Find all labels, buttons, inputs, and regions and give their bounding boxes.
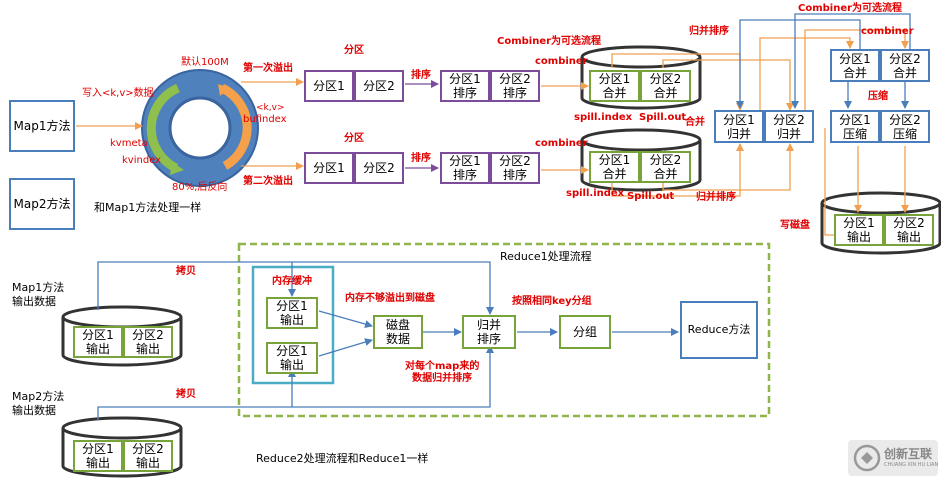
reduce-method-box: Reduce方法 — [680, 301, 758, 359]
reduce2-note: Reduce2处理流程和Reduce1一样 — [256, 452, 429, 465]
spill1-partition1-sort: 分区1 排序 — [440, 70, 490, 102]
spill2-partition2: 分区2 — [354, 152, 404, 184]
spill2-partition2-sort: 分区2 排序 — [490, 152, 540, 184]
memory-buffer-label: 内存缓冲 — [272, 276, 312, 287]
disk1-partition1-merge: 分区1 合并 — [589, 70, 640, 102]
map1-output-label: Map1方法 输出数据 — [12, 281, 65, 308]
merge-sort-label-bottom: 归并排序 — [696, 192, 736, 203]
buffer-partition1-output-1: 分区1 输出 — [266, 297, 318, 329]
map2-out-partition2: 分区2 输出 — [123, 440, 173, 472]
spill-index-label-2: spill.index — [566, 188, 625, 199]
map2-out-partition1: 分区1 输出 — [73, 440, 123, 472]
group-by-key-label: 按照相同key分组 — [512, 296, 592, 307]
reduce1-title: Reduce1处理流程 — [500, 250, 592, 263]
partition1-merge-sort: 分区1 归并 — [714, 110, 764, 143]
memory-buffer-frame — [251, 265, 335, 385]
spill1-partition1: 分区1 — [304, 70, 354, 102]
same-as-map1-label: 和Map1方法处理一样 — [94, 201, 202, 214]
spill-out-label-1: Spill.out — [639, 112, 687, 123]
map2-output-label: Map2方法 输出数据 — [12, 390, 65, 417]
disk2-partition2-merge: 分区2 合并 — [640, 151, 691, 183]
per-map-merge-label: 对每个map来的 数据归并排序 — [405, 361, 480, 384]
buffer-partition1-output-2: 分区1 输出 — [266, 342, 318, 374]
spill-out-label-2: Spill.out — [627, 191, 675, 202]
merge-label: 合并 — [685, 117, 705, 128]
combiner-label-1: combiner — [535, 56, 588, 67]
combiner-optional-label-2: Combiner为可选流程 — [798, 3, 903, 14]
combiner-partition1-merge: 分区1 合并 — [830, 49, 880, 82]
output-partition2: 分区2 输出 — [884, 214, 934, 246]
purple-arrows — [405, 80, 439, 172]
disk-data-box: 磁盘 数据 — [373, 315, 423, 349]
kvmeta-label: kvmeta — [110, 138, 148, 149]
write-kv-label: 写入<k,v>数据 — [82, 88, 154, 99]
partition-label-2: 分区 — [344, 133, 364, 144]
reduce1-region — [237, 242, 771, 418]
disk1-partition2-merge: 分区2 合并 — [640, 70, 691, 102]
copy-label-2: 拷贝 — [176, 389, 196, 400]
default-100m-label: 默认100M — [181, 57, 229, 68]
group-box: 分组 — [559, 315, 611, 349]
spill1-partition2: 分区2 — [354, 70, 404, 102]
first-spill-label: 第一次溢出 — [243, 63, 293, 74]
map1-method-box: Map1方法 — [9, 100, 75, 152]
ring-buffer — [141, 69, 259, 187]
kv-label: <k,v> — [256, 103, 285, 113]
compress-label: 压缩 — [868, 91, 888, 102]
map1-method-label: Map1方法 — [13, 119, 71, 133]
combiner-optional-label-1: Combiner为可选流程 — [497, 36, 602, 47]
map1-out-partition2: 分区2 输出 — [123, 326, 173, 358]
combiner-label-2: combiner — [535, 138, 588, 149]
reverse-80-label: 80%,后反向 — [172, 182, 228, 193]
watermark-name: 创新互联 — [884, 447, 933, 461]
output-partition1: 分区1 输出 — [834, 214, 884, 246]
spill-index-label-1: spill.index — [574, 112, 633, 123]
merge-sort-label-top: 归并排序 — [689, 26, 729, 37]
partition-label-1: 分区 — [344, 45, 364, 56]
combiner-label-3: combiner — [861, 26, 914, 37]
blue-arrows — [97, 13, 911, 420]
partition2-merge-sort: 分区2 归并 — [764, 110, 814, 143]
reduce-merge-sort-box: 归并 排序 — [462, 315, 516, 349]
partition1-compress: 分区1 压缩 — [830, 110, 880, 143]
map1-out-partition1: 分区1 输出 — [73, 326, 123, 358]
spill2-partition1: 分区1 — [304, 152, 354, 184]
spill2-partition1-sort: 分区1 排序 — [440, 152, 490, 184]
watermark: 创新互联 CHUANG XIN HU LIAN — [848, 440, 938, 476]
copy-label-1: 拷贝 — [176, 266, 196, 277]
kvindex-label: kvindex — [122, 155, 162, 166]
watermark-logo-icon — [853, 444, 881, 472]
disk2-partition1-merge: 分区1 合并 — [589, 151, 640, 183]
partition2-compress: 分区2 压缩 — [880, 110, 930, 143]
spill1-partition2-sort: 分区2 排序 — [490, 70, 540, 102]
map2-method-box: Map2方法 — [9, 178, 75, 230]
sort-label-1: 排序 — [411, 70, 431, 81]
watermark-sub: CHUANG XIN HU LIAN — [884, 462, 939, 468]
sort-label-2: 排序 — [411, 153, 431, 164]
combiner-partition2-merge: 分区2 合并 — [880, 49, 930, 82]
memory-spill-label: 内存不够溢出到磁盘 — [345, 293, 435, 304]
bufindex-label: bufindex — [243, 114, 287, 125]
map2-method-label: Map2方法 — [13, 197, 71, 211]
second-spill-label: 第二次溢出 — [243, 176, 293, 187]
write-disk-label: 写磁盘 — [780, 220, 810, 231]
